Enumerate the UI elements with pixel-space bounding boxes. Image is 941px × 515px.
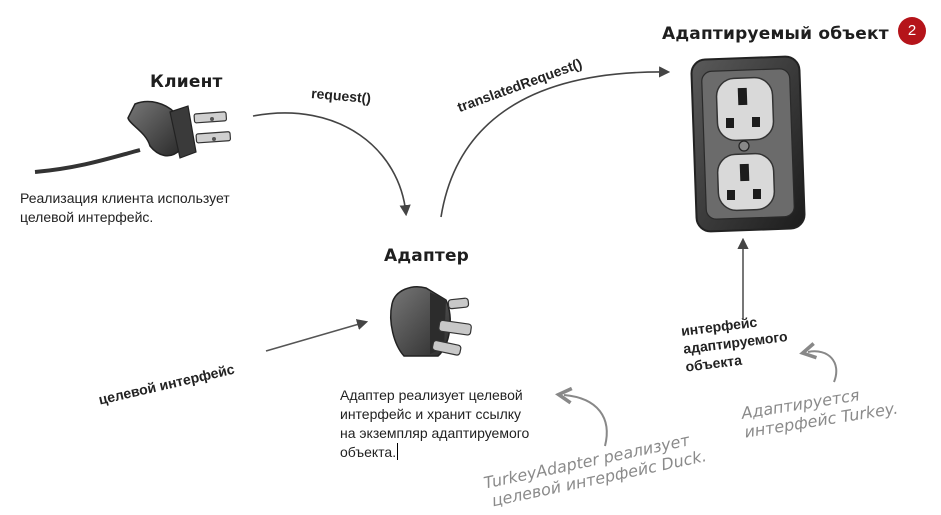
client-description-line: целевой интерфейс. [20, 209, 154, 225]
adaptee-title: Адаптируемый объект [662, 24, 889, 44]
client-description: Реализация клиента использует целевой ин… [20, 189, 230, 227]
adapter-title: Адаптер [384, 246, 470, 266]
adapter-description-line: на экземпляр адаптируемого [340, 425, 530, 441]
turkey-note-arrow [808, 351, 838, 383]
adapter-plug-illustration [390, 286, 472, 357]
adapter-note-arrow [564, 395, 608, 447]
client-plug-illustration [34, 100, 232, 174]
client-description-line: Реализация клиента использует [20, 190, 230, 206]
adapter-description-line: объекта. [340, 443, 399, 460]
adapter-description-line: Адаптер реализует целевой [340, 387, 523, 403]
step-number-badge: 2 [898, 17, 926, 45]
translated-request-arrow [440, 66, 671, 218]
adapter-description-line: интерфейс и хранит ссылку [340, 406, 522, 422]
text-cursor [397, 443, 399, 460]
target-interface-arrow [265, 319, 369, 352]
client-title: Клиент [150, 72, 223, 92]
adapter-description: Адаптер реализует целевой интерфейс и хр… [340, 386, 529, 462]
request-arrow [252, 112, 411, 217]
wall-socket-illustration [690, 55, 806, 233]
